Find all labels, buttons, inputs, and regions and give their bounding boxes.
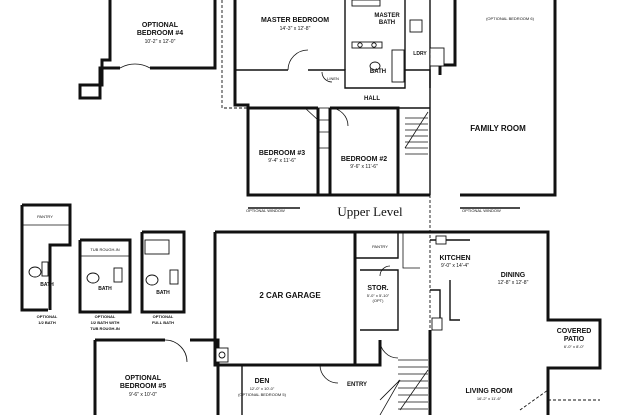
full-bath-cap-1: OPTIONAL: [153, 314, 174, 319]
opt-bedroom-5-dim: 9'-6" x 10'-0": [129, 392, 157, 398]
storage-note: (OPT): [373, 298, 385, 303]
living-room-dim: 16'-2" x 11'-6": [477, 396, 502, 401]
hall-name: HALL: [364, 96, 380, 102]
lower-level-walls: [213, 230, 602, 415]
option-half-bath: PANTRY BATH OPTIONAL 1/2 BATH: [20, 203, 72, 325]
bath-upper-name: BATH: [370, 69, 386, 75]
laundry-name: LDRY: [413, 51, 427, 57]
full-bath-title: BATH: [156, 290, 170, 296]
optional-bedroom-5: OPTIONAL BEDROOM #5 9'-6" x 10'-0": [93, 338, 220, 415]
half-bath-tub-cap-2: 1/2 BATH WITH: [91, 320, 120, 325]
master-bedroom-name: MASTER BEDROOM: [261, 17, 329, 24]
opt-bedroom-5-name-1: OPTIONAL: [125, 375, 162, 382]
bedroom-3-name: BEDROOM #3: [259, 150, 305, 157]
half-bath-tub-cap-1: OPTIONAL: [95, 314, 116, 319]
family-room-name: FAMILY ROOM: [470, 124, 526, 133]
opt-bedroom-4-dim: 10'-2" x 12'-0": [145, 39, 176, 45]
storage-name: STOR.: [367, 285, 388, 292]
covered-patio-name-1: COVERED: [557, 328, 592, 335]
master-bedroom-dim: 14'-3" x 12'-8": [280, 26, 311, 32]
living-room-name: LIVING ROOM: [465, 388, 512, 395]
half-bath-cap-2: 1/2 BATH: [38, 320, 56, 325]
entry-name: ENTRY: [347, 382, 367, 388]
option-half-bath-tub: TUB ROUGH-IN BATH OPTIONAL 1/2 BATH WITH…: [78, 238, 132, 331]
half-bath-pantry-tag: PANTRY: [37, 214, 53, 219]
upper-level-walls: [221, 0, 557, 197]
master-bath-name-2: BATH: [379, 20, 395, 26]
half-bath-tub-tag: TUB ROUGH-IN: [90, 247, 119, 252]
bed3-optional-window: OPTIONAL WINDOW: [246, 208, 285, 213]
full-bath-cap-2: FULL BATH: [152, 320, 174, 325]
dining-dim: 12'-8" x 12'-8": [498, 280, 529, 286]
den-name: DEN: [255, 378, 270, 385]
lower-stairs: [379, 359, 429, 415]
den-note: (OPTIONAL BEDROOM 5): [238, 392, 287, 397]
upper-level-heading: Upper Level: [337, 204, 403, 219]
bedroom-2-name: BEDROOM #2: [341, 156, 387, 163]
optional-bedroom-6: (OPTIONAL BEDROOM 6): [486, 16, 535, 21]
half-bath-title: BATH: [40, 282, 54, 288]
opt-bedroom-4-name-2: BEDROOM #4: [137, 30, 183, 37]
kitchen-name: KITCHEN: [439, 255, 470, 262]
den-dim: 12'-0" x 10'-0": [250, 386, 275, 391]
covered-patio-dim: 6'-0" x 8'-0": [564, 344, 585, 349]
family-optional-window: OPTIONAL WINDOW: [462, 208, 501, 213]
opt-bedroom-5-name-2: BEDROOM #5: [120, 383, 166, 390]
upper-stairs: [404, 111, 429, 155]
storage-dim: 5'-0" x 5'-10": [367, 293, 390, 298]
bedroom-2-dim: 9'-6" x 11'-6": [350, 164, 378, 170]
bedroom-3-dim: 9'-4" x 11'-6": [268, 158, 296, 164]
garage-name: 2 CAR GARAGE: [259, 291, 321, 300]
kitchen-dim: 9'-0" x 14'-4": [441, 263, 469, 269]
master-bath-name-1: MASTER: [374, 13, 400, 19]
covered-patio-name-2: PATIO: [564, 336, 585, 343]
half-bath-tub-cap-3: TUB ROUGH-IN: [90, 326, 120, 331]
half-bath-cap-1: OPTIONAL: [37, 314, 58, 319]
half-bath-tub-title: BATH: [98, 286, 112, 292]
optional-bedroom-4: OPTIONAL BEDROOM #4 10'-2" x 12'-0": [78, 0, 217, 100]
pantry-name: PANTRY: [372, 244, 388, 249]
option-full-bath: BATH OPTIONAL FULL BATH: [140, 230, 186, 325]
linen-name: LINEN: [327, 76, 339, 81]
opt-bedroom-4-name-1: OPTIONAL: [142, 22, 179, 29]
dining-name: DINING: [501, 272, 526, 279]
